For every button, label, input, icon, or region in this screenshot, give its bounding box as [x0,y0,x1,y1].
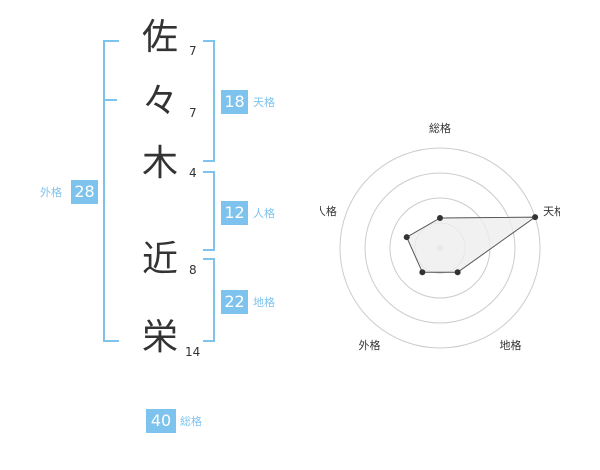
tenkaku-value: 18 [221,90,248,114]
radar-grid-ring [339,147,541,349]
radar-axis-label: 地格 [500,338,522,352]
soukaku-label: 総格 [180,415,202,428]
radar-axis-label: 外格 [358,338,380,352]
radar-axis-label: 天格 [543,204,560,218]
name-char-4: 近 [141,239,178,280]
radar-point [419,269,426,276]
stroke-count-5: 14 [185,345,201,359]
chikaku-label: 地格 [253,296,275,309]
name-char-5: 栄 [141,317,178,358]
gaikaku-bracket-tick [105,99,117,101]
gaikaku-value: 28 [71,180,98,204]
radar-point [403,234,410,241]
jinkaku-label: 人格 [253,207,275,220]
stroke-count-2: 7 [189,106,197,120]
radar-axis-label: 総格 [429,121,451,135]
radar-area [406,216,537,273]
tenkaku-bracket [203,40,215,162]
name-char-1: 佐 [141,17,178,58]
radar-axis-label: 人格 [320,204,337,218]
gaikaku-label: 外格 [40,186,62,199]
radar-point [532,214,539,221]
soukaku-value: 40 [146,409,176,433]
radar-grid-ring [364,172,516,324]
jinkaku-bracket [203,171,215,251]
gaikaku-bracket [103,40,119,342]
tenkaku-label: 天格 [253,96,275,109]
radar-point [437,215,443,221]
radar-point [454,269,461,276]
stroke-count-1: 7 [189,44,197,58]
chikaku-value: 22 [221,290,248,314]
chikaku-bracket [203,258,215,342]
name-char-2: 々 [141,81,178,122]
stroke-count-3: 4 [189,166,197,180]
name-char-3: 木 [141,143,178,184]
jinkaku-value: 12 [221,201,248,225]
stroke-count-4: 8 [189,263,197,277]
